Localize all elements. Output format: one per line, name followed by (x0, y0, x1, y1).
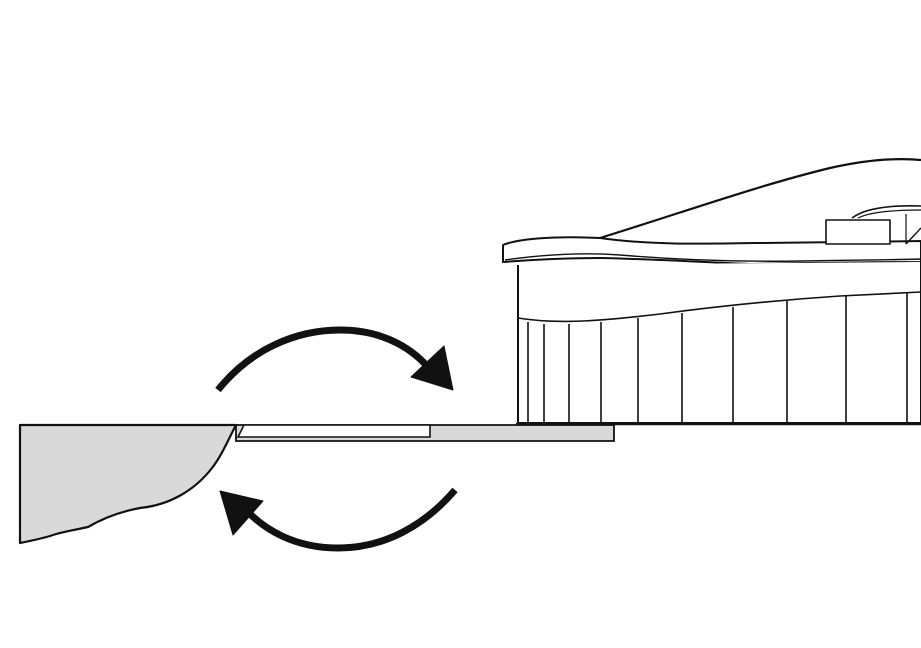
arrowhead-left-icon (219, 490, 264, 536)
arrowhead-right-icon (410, 345, 454, 391)
building-body (517, 262, 921, 424)
soffit-curve (517, 291, 921, 323)
facade-mullions (527, 293, 908, 423)
rooftop-box (825, 219, 891, 245)
roof-slab (502, 236, 921, 265)
rooftop-dome-inner (857, 209, 921, 219)
terrain-section (18, 423, 238, 545)
building-section (502, 158, 921, 426)
circulation-arrow-bottom (243, 487, 458, 552)
rooftop-strut (905, 227, 921, 245)
roof-slab-line (504, 253, 921, 262)
rooftop-dome (851, 205, 921, 219)
circulation-arrow-top (215, 326, 435, 393)
roof-upper-curve (599, 158, 921, 240)
pier-slot (236, 424, 431, 438)
